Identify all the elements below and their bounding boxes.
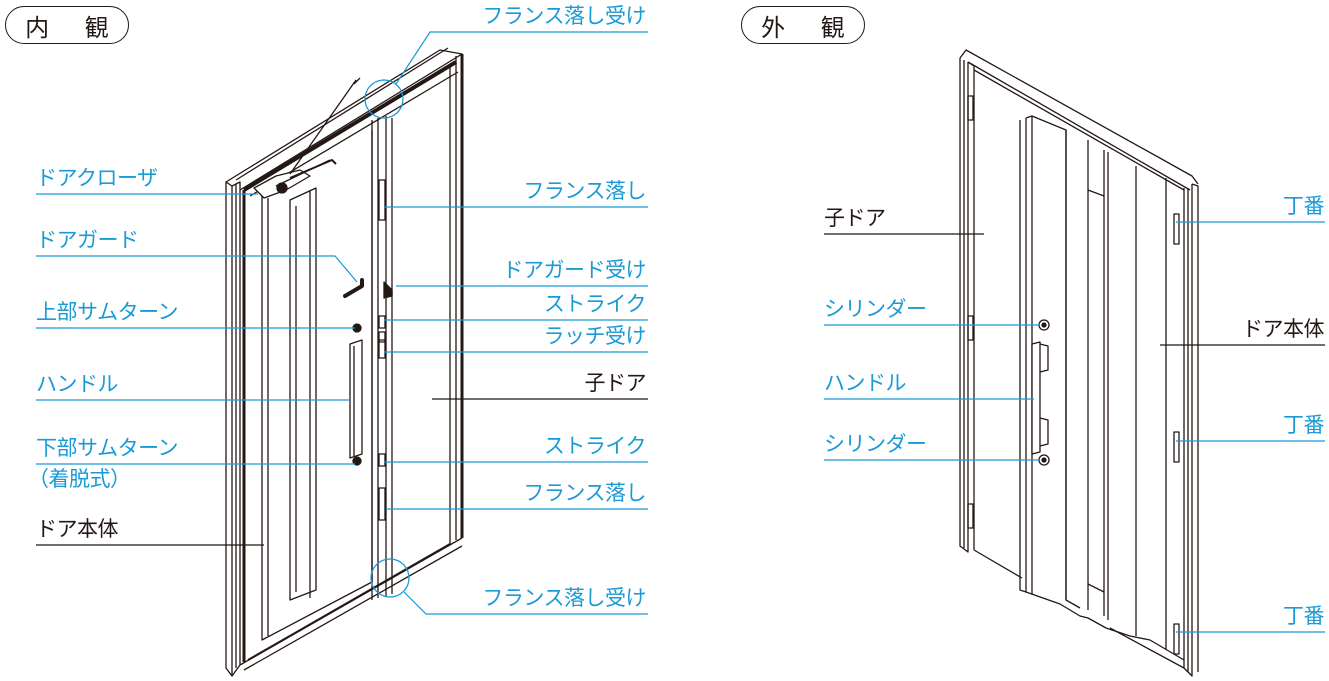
label-hinge-bottom: 丁番 <box>1283 604 1325 628</box>
label-door-guard: ドアガード <box>36 228 139 252</box>
label-cylinder-bottom: シリンダー <box>824 432 927 456</box>
label-lower-thumbturn: 下部サムターン <box>36 436 179 460</box>
label-door-guard-keeper: ドアガード受け <box>502 258 647 282</box>
exterior-door-drawing <box>959 49 1199 677</box>
interior-view-title: 内 観 <box>5 6 129 44</box>
label-strike-bottom: ストライク <box>543 434 647 458</box>
label-door-body-exterior: ドア本体 <box>1242 317 1325 341</box>
label-sub-door-exterior: 子ドア <box>824 206 886 230</box>
label-cylinder-top: シリンダー <box>824 297 927 321</box>
label-latch-keeper: ラッチ受け <box>543 324 647 348</box>
label-hinge-top: 丁番 <box>1283 194 1325 218</box>
interior-door-drawing <box>225 47 464 677</box>
label-lower-thumbturn-note: （着脱式） <box>28 467 131 491</box>
label-handle-exterior: ハンドル <box>824 371 907 395</box>
label-door-closer: ドアクローザ <box>36 166 158 190</box>
label-handle-interior: ハンドル <box>36 372 119 396</box>
label-flush-bolt-keeper-bottom: フランス落し受け <box>482 586 646 610</box>
label-flush-bolt-keeper-top: フランス落し受け <box>482 4 646 28</box>
label-door-body-interior: ドア本体 <box>36 517 119 541</box>
label-sub-door-interior: 子ドア <box>584 371 647 395</box>
label-flush-bolt-top: フランス落し <box>523 179 646 203</box>
label-hinge-middle: 丁番 <box>1283 413 1325 437</box>
label-strike-top: ストライク <box>543 292 647 316</box>
exterior-view-title: 外 観 <box>741 6 865 44</box>
label-upper-thumbturn: 上部サムターン <box>36 300 179 324</box>
label-flush-bolt-bottom: フランス落し <box>523 481 646 505</box>
